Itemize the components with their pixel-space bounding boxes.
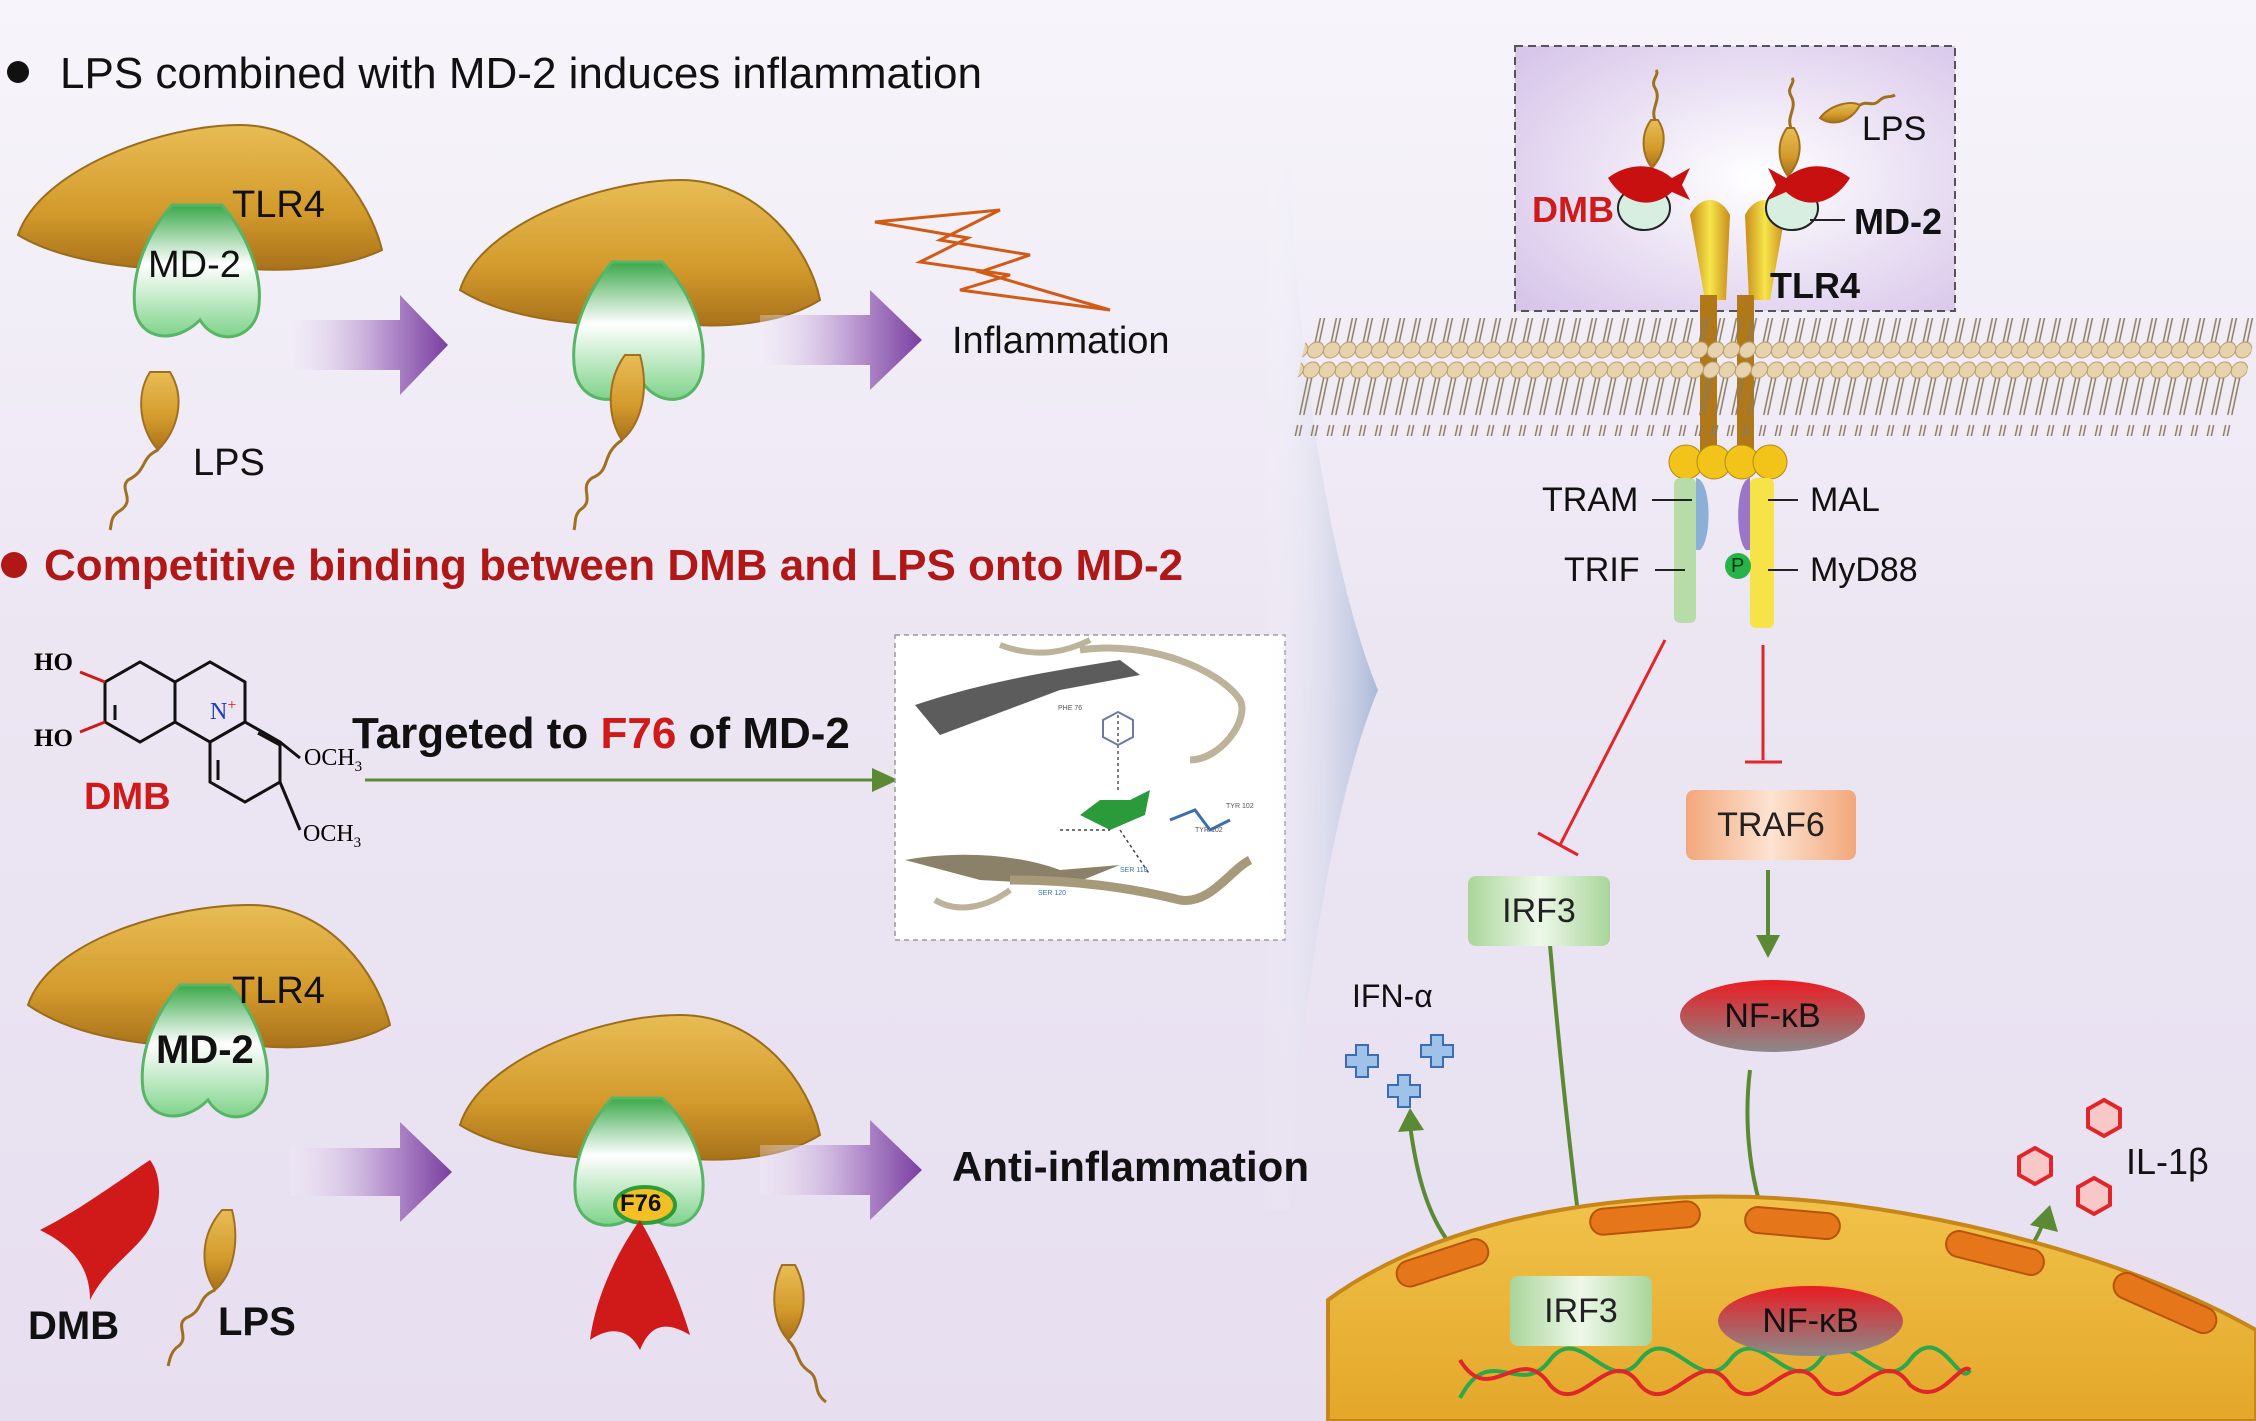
- lps-molecule-2: [166, 1209, 237, 1367]
- anti-inflammation-label: Anti-inflammation: [952, 1143, 1309, 1190]
- phospho-label: P: [1731, 555, 1745, 577]
- chem-n-plus: N+: [210, 697, 237, 725]
- targeted-label: Targeted to F76 of MD-2: [352, 712, 850, 756]
- docking-residue-label: TYR 102: [1226, 803, 1254, 810]
- tlr4-label-1: TLR4: [232, 184, 325, 226]
- myd88-label: MyD88: [1810, 551, 1918, 589]
- lps-molecule-1: [108, 371, 180, 531]
- chem-sub-1: 3: [354, 758, 363, 775]
- chem-ho-1: HO: [34, 649, 73, 676]
- md2-label-box: MD-2: [1854, 201, 1942, 242]
- tlr4-label-box: TLR4: [1770, 265, 1860, 306]
- process-arrow-2: [760, 290, 922, 390]
- process-arrow-3: [290, 1122, 452, 1222]
- targeted-site: F76: [600, 709, 677, 758]
- md2-label-2: MD-2: [156, 1028, 254, 1072]
- receptor-detail-box: [1514, 45, 1956, 312]
- docking-residue-label: TYR 102: [1195, 827, 1223, 834]
- inhibition-lines: [1537, 639, 1782, 857]
- docking-residue-label: SER 118: [1120, 867, 1148, 874]
- tlr4-md2-lps-complex: [458, 178, 822, 531]
- ifn-alpha-molecules: [1345, 1034, 1454, 1108]
- lps-label-box: LPS: [1862, 110, 1927, 148]
- tlr4-label-2: TLR4: [232, 970, 325, 1012]
- chem-n: N: [210, 699, 228, 725]
- ifn-alpha-label: IFN-α: [1352, 978, 1433, 1014]
- targeted-arrowhead: [872, 768, 898, 792]
- md2-label-1: MD-2: [148, 244, 241, 286]
- bullet-dot-1: [7, 61, 29, 83]
- dmb-molecule-1: [40, 1160, 160, 1300]
- lps-molecule-3: [773, 1264, 827, 1404]
- lps-in-box: [1642, 102, 1862, 178]
- chem-och3-1: OCH3: [304, 746, 362, 775]
- process-arrow-4: [760, 1120, 922, 1220]
- dmb-label-bottom: DMB: [28, 1304, 120, 1348]
- docking-residue-label: PHE 76: [1058, 705, 1082, 712]
- f76-site-label: F76: [620, 1190, 662, 1217]
- traf6-box: TRAF6: [1686, 790, 1856, 860]
- dna-helix: [1458, 1345, 1972, 1399]
- lps-label-bottom: LPS: [218, 1300, 296, 1344]
- lps-tails-in-box: [1652, 69, 1896, 129]
- nfkb-oval-cytoplasm: NF-κB: [1680, 980, 1865, 1052]
- lightning-icon: [874, 208, 1111, 312]
- process-arrow-1: [290, 295, 448, 395]
- bullet-dot-2: [1, 552, 27, 578]
- cell-membrane: [1285, 318, 2256, 436]
- targeted-prefix: Targeted to: [352, 709, 601, 758]
- dmb-label-structure: DMB: [84, 776, 171, 818]
- il1b-molecules: [2017, 1097, 2122, 1217]
- inflammation-label: Inflammation: [952, 320, 1170, 362]
- irf3-box-cytoplasm: IRF3: [1468, 876, 1610, 946]
- chem-ho-2: HO: [34, 725, 73, 752]
- heading-competitive-binding: Competitive binding between DMB and LPS …: [44, 541, 1184, 590]
- adaptor-proteins: [1652, 444, 1798, 628]
- docking-structure-image: PHE 76 SER 120 SER 118 TYR 102 TYR 102: [894, 634, 1286, 941]
- il1b-label: IL-1β: [2126, 1141, 2209, 1182]
- trif-label: TRIF: [1564, 551, 1640, 589]
- tram-label: TRAM: [1542, 481, 1639, 519]
- heading-lps-inflammation: LPS combined with MD-2 induces inflammat…: [60, 49, 982, 98]
- dmb-chemical-structure: [79, 660, 302, 831]
- docking-residue-label: SER 120: [1038, 890, 1066, 897]
- chem-och-1: OCH: [304, 745, 355, 771]
- irf3-box-nucleus: IRF3: [1510, 1276, 1652, 1346]
- mal-label: MAL: [1810, 481, 1880, 519]
- targeted-suffix: of MD-2: [676, 709, 850, 758]
- lps-label-1: LPS: [193, 442, 265, 484]
- nfkb-oval-nucleus: NF-κB: [1718, 1286, 1903, 1356]
- chem-sub-2: 3: [353, 834, 362, 851]
- chem-plus: +: [227, 697, 237, 714]
- chem-och3-2: OCH3: [303, 822, 361, 851]
- dmb-label-box: DMB: [1532, 189, 1614, 230]
- tlr4-md2-dmb-complex: [458, 1013, 822, 1350]
- tlr4-md2-complex-2: [26, 903, 392, 1119]
- tlr4-md2-complex-1: [16, 123, 384, 339]
- chem-och-2: OCH: [303, 821, 354, 847]
